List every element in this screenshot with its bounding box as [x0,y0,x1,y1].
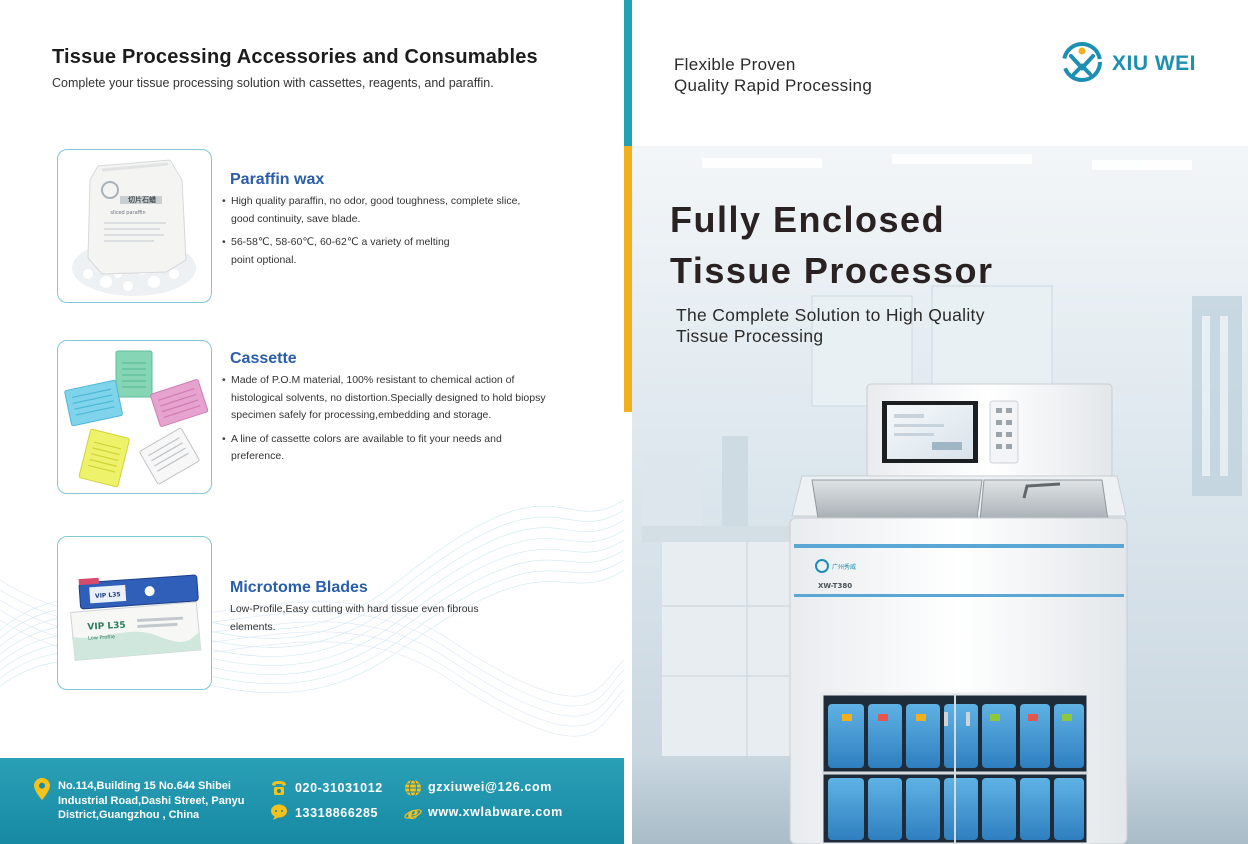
paraffin-wax-bullet-1: High quality paraffin, no odor, good tou… [222,193,522,228]
microtome-blades-image: VIP L35 VIP L35 Low Profile [57,536,212,690]
machine-model-label: XW-T380 [818,582,852,590]
cassette-bullets: Made of P.O.M material, 100% resistant t… [222,372,562,472]
footer-phone[interactable]: 020-31031012 [295,781,383,795]
tagline-line-1: Flexible Proven [674,55,796,74]
brand-logo: XIU WEI [1060,40,1196,84]
svg-text:e: e [408,804,419,822]
page-heading: Tissue Processing Accessories and Consum… [52,46,538,68]
cassette-bullet-1: Made of P.O.M material, 100% resistant t… [222,372,562,425]
teal-accent-bar [624,0,632,146]
main-title-line-2: Tissue Processor [670,250,994,291]
paraffin-wax-title: Paraffin wax [230,171,325,188]
brand-name: XIU WEI [1112,52,1197,75]
contact-footer: No.114,Building 15 No.644 Shibei Industr… [0,758,624,844]
gold-accent-bar [624,146,632,412]
main-subtitle-line-2: Tissue Processing [676,326,824,346]
main-title: Fully Enclosed Tissue Processor [670,194,994,296]
cassette-image [57,340,212,494]
paraffin-wax-image: 切片石蜡 sliced paraffin [57,149,212,303]
main-subtitle: The Complete Solution to High Quality Ti… [676,305,985,347]
hero-image: 广州秀威 XW-T380 [632,146,1248,844]
cassette-title: Cassette [230,350,297,367]
right-page: Flexible Proven Quality Rapid Processing… [624,0,1248,844]
tagline: Flexible Proven Quality Rapid Processing [674,54,872,96]
globe-icon [405,779,421,797]
chat-icon [271,804,287,820]
main-subtitle-line-1: The Complete Solution to High Quality [676,305,985,325]
blade-box-label: VIP L35 [87,621,126,633]
main-title-line-1: Fully Enclosed [670,199,946,240]
paraffin-wax-bullets: High quality paraffin, no odor, good tou… [222,193,562,275]
blade-box-top-label: VIP L35 [95,591,121,600]
lab-background-illustration: 广州秀威 XW-T380 [632,146,1248,844]
microtome-blades-title: Microtome Blades [230,579,368,596]
machine-logo-text: 广州秀威 [832,563,856,571]
phone-icon [272,781,286,795]
xiu-wei-logo-icon [1062,42,1102,82]
page-subheading: Complete your tissue processing solution… [52,76,494,90]
tagline-line-2: Quality Rapid Processing [674,76,873,95]
blade-box-sub-label: Low Profile [88,634,115,641]
footer-address: No.114,Building 15 No.644 Shibei Industr… [58,780,245,821]
footer-mobile[interactable]: 13318866285 [295,806,379,820]
wax-bag-label-en: sliced paraffin [110,210,145,216]
browser-icon: e [404,804,422,822]
microtome-blades-text: Low-Profile,Easy cutting with hard tissu… [230,603,479,633]
wax-bag-label: 切片石蜡 [128,195,156,204]
tissue-processor-machine: 广州秀威 XW-T380 [789,383,1128,844]
paraffin-wax-bullet-2: 56-58℃, 58-60℃, 60-62℃ a variety of melt… [222,234,472,269]
footer-email[interactable]: gzxiuwei@126.com [428,780,552,794]
location-icon [34,778,50,800]
left-page: Tissue Processing Accessories and Consum… [0,0,624,844]
cassette-bullet-2: A line of cassette colors are available … [222,431,532,466]
footer-website[interactable]: www.xwlabware.com [428,805,563,819]
